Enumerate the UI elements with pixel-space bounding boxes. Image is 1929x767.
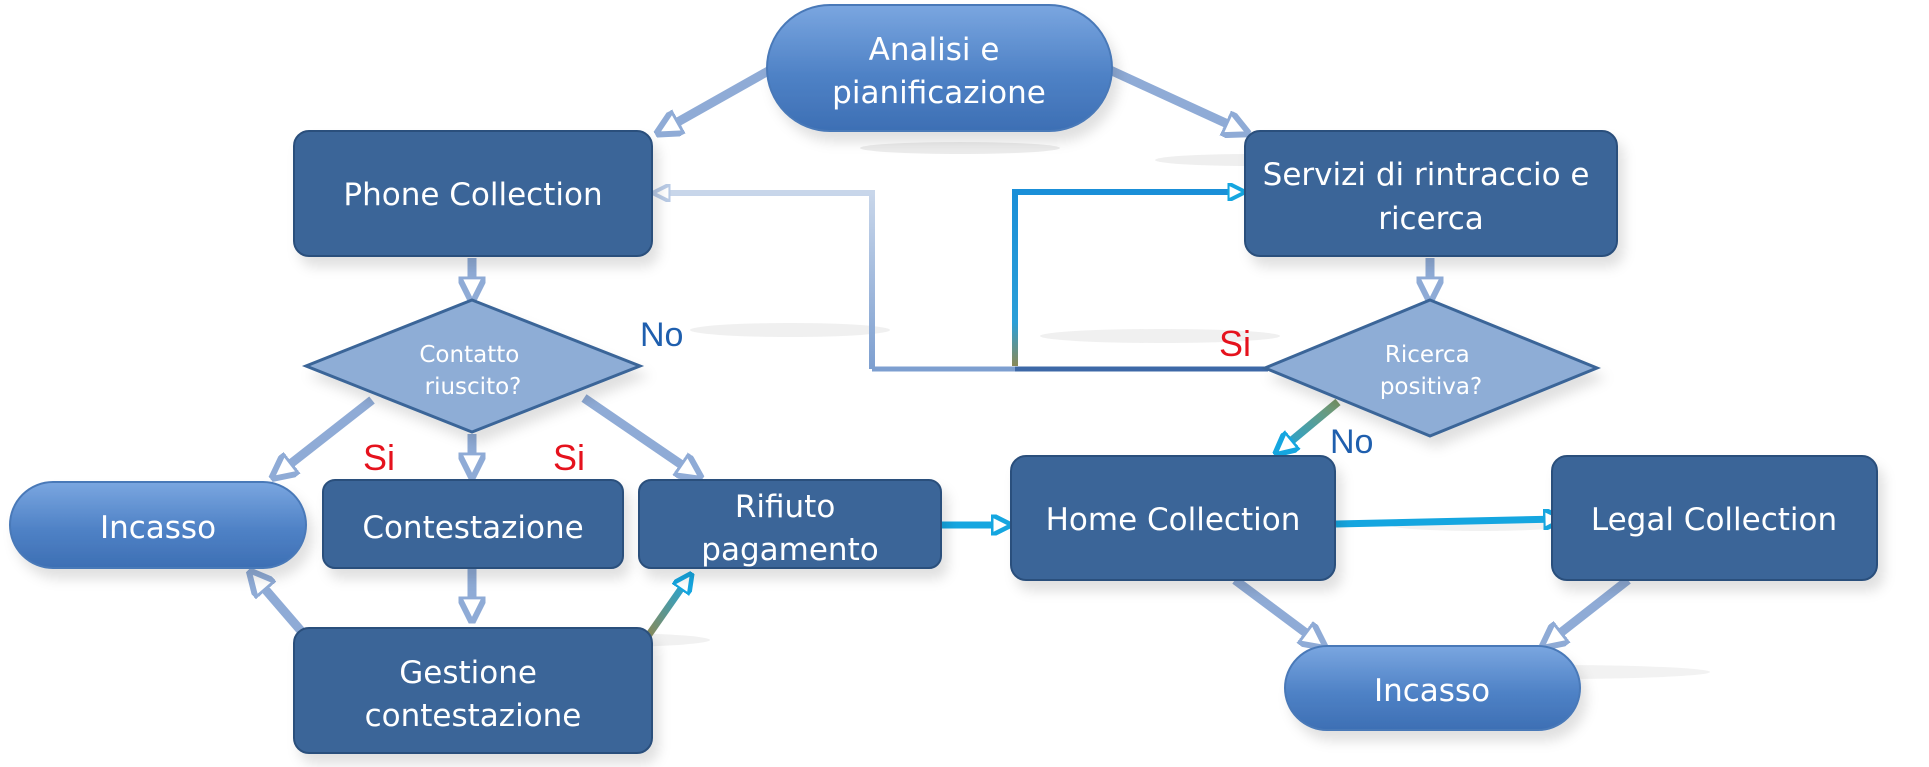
node-legal-line1: Legal Collection	[1591, 502, 1837, 538]
node-incasso-left: Incasso	[9, 481, 307, 569]
svg-text:Gestione contestazione: Gestione contestazione	[365, 655, 582, 734]
svg-text:Incasso: Incasso	[100, 510, 216, 546]
node-analisi-line1: Analisi e	[869, 32, 1000, 68]
node-rifiuto-line2: pagamento	[701, 532, 878, 568]
node-incasso-right: Incasso	[1284, 645, 1581, 731]
arrow-gestione-to-rifiuto	[645, 576, 690, 639]
node-analisi-line2: pianificazione	[832, 75, 1046, 111]
arrow-analisi-to-servizi	[1108, 65, 1245, 132]
node-gestione-line2: contestazione	[365, 698, 582, 734]
arrow-no-to-servizi	[1012, 192, 1242, 366]
label-ricerca-no: No	[1330, 423, 1373, 461]
svg-text:Rifiuto pagamento: Rifiuto pagamento	[701, 489, 878, 568]
node-contestazione-line1: Contestazione	[362, 510, 583, 546]
node-gestione-line1: Gestione	[399, 655, 537, 691]
svg-text:Contatto riuscito?: Contatto riuscito?	[419, 342, 526, 400]
svg-text:Servizi di rintraccio e: Servizi di rintraccio e ricerca	[1263, 157, 1600, 237]
arrow-home-to-incasso	[1232, 576, 1322, 645]
node-incasso-left-line1: Incasso	[100, 510, 216, 546]
node-gestione: Gestione contestazione	[293, 627, 653, 754]
arrow-contatto-to-rifiuto	[581, 394, 698, 476]
node-servizi: Servizi di rintraccio e ricerca	[1244, 130, 1618, 257]
node-legal-collection: Legal Collection	[1551, 455, 1878, 581]
node-servizi-line2: ricerca	[1378, 201, 1484, 237]
arrow-home-to-legal	[1335, 519, 1560, 524]
svg-text:Legal Collection: Legal Collection	[1591, 502, 1837, 538]
svg-text:Home Collection: Home Collection	[1046, 502, 1301, 538]
arrow-analisi-to-phone	[660, 66, 773, 132]
label-si-right: Si	[553, 437, 585, 478]
node-rifiuto-line1: Rifiuto	[735, 489, 835, 525]
svg-text:Phone Collection: Phone Collection	[343, 177, 602, 213]
node-rifiuto: Rifiuto pagamento	[638, 479, 942, 569]
svg-text:Ricerca positiva?: Ricerca positiva?	[1380, 342, 1482, 400]
node-servizi-line1: Servizi di rintraccio e	[1263, 157, 1590, 193]
nodes: Analisi e pianificazione Phone Collectio…	[9, 4, 1878, 754]
label-ricerca-si: Si	[1219, 323, 1251, 364]
node-home-line1: Home Collection	[1046, 502, 1301, 538]
svg-text:Incasso: Incasso	[1374, 673, 1490, 709]
edge-labels: No Si No Si Si	[363, 316, 1373, 478]
node-ricerca-line2: positiva?	[1380, 374, 1482, 400]
arrow-legal-to-incasso	[1545, 576, 1631, 645]
arrow-contatto-to-incasso	[275, 396, 375, 476]
arrow-gestione-to-incasso	[252, 574, 306, 635]
node-contatto-line1: Contatto	[419, 342, 519, 368]
arrow-si-to-phone	[656, 193, 875, 369]
node-contatto-decision: Contatto riuscito?	[301, 298, 645, 434]
arrow-ricerca-no-to-home	[1278, 398, 1341, 452]
node-incasso-right-line1: Incasso	[1374, 673, 1490, 709]
svg-text:Contestazione: Contestazione	[362, 510, 583, 546]
node-ricerca-decision: Ricerca positiva?	[1261, 298, 1601, 438]
connectors	[252, 65, 1631, 645]
svg-text:Analisi e pianificazio: Analisi e pianificazione	[832, 32, 1046, 111]
node-contatto-line2: riuscito?	[425, 374, 522, 400]
label-contatto-no: No	[640, 316, 683, 354]
label-si-left: Si	[363, 437, 395, 478]
node-phone-collection: Phone Collection	[293, 130, 653, 257]
node-ricerca-line1: Ricerca	[1385, 342, 1470, 368]
node-contestazione: Contestazione	[322, 479, 624, 569]
node-analisi: Analisi e pianificazione	[766, 4, 1113, 132]
node-phone-line1: Phone Collection	[343, 177, 602, 213]
node-home-collection: Home Collection	[1010, 455, 1336, 581]
